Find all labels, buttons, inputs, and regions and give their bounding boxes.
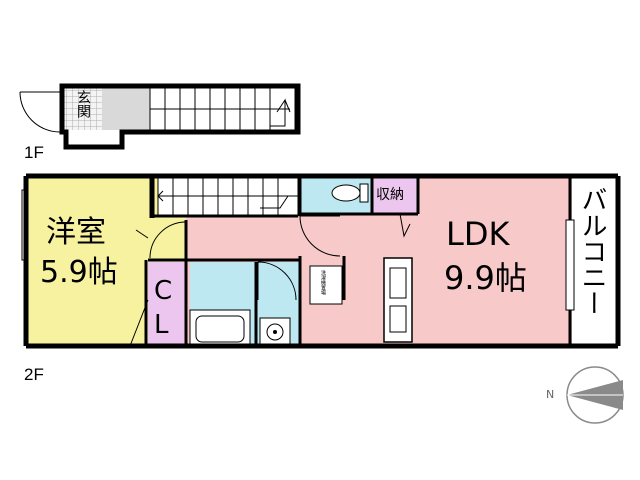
entrance-floor bbox=[62, 88, 102, 130]
compass-north-label: N bbox=[546, 388, 555, 401]
entrance-label: 玄関 bbox=[75, 90, 91, 118]
compass-icon bbox=[566, 366, 624, 424]
washer-space-box bbox=[309, 265, 343, 305]
storage-label: 収納 bbox=[376, 187, 404, 203]
stairs-1f bbox=[149, 87, 296, 131]
washer-space-label: 洗濯機置場 bbox=[320, 270, 326, 295]
door-swings bbox=[129, 213, 411, 347]
storage-room bbox=[372, 176, 418, 214]
ldk-size: 9.9帖 bbox=[444, 259, 527, 297]
toilet-fixture bbox=[331, 183, 369, 203]
western-room-name: 洋室 bbox=[46, 215, 106, 250]
closet-label-c: C bbox=[154, 276, 173, 306]
western-room-size: 5.9帖 bbox=[40, 255, 118, 290]
walls-1f bbox=[59, 83, 301, 150]
first-floor bbox=[19, 83, 301, 150]
stairs-2f bbox=[157, 175, 299, 217]
entrance-door-swing bbox=[19, 91, 61, 133]
floor-label-2f: 2F bbox=[24, 365, 44, 384]
ldk-name: LDK bbox=[446, 215, 510, 253]
washbasin bbox=[259, 317, 291, 347]
closet bbox=[148, 262, 186, 346]
closet-label-l: L bbox=[154, 310, 169, 340]
balcony-area bbox=[572, 176, 618, 346]
kitchen-counter bbox=[383, 257, 413, 343]
floor-label-1f: 1F bbox=[24, 143, 44, 162]
entrance-hall bbox=[102, 88, 150, 130]
bathtub bbox=[189, 309, 251, 347]
balcony-label: バルコニー bbox=[577, 186, 607, 316]
walls-2f bbox=[23, 173, 621, 349]
second-floor bbox=[21, 173, 621, 349]
